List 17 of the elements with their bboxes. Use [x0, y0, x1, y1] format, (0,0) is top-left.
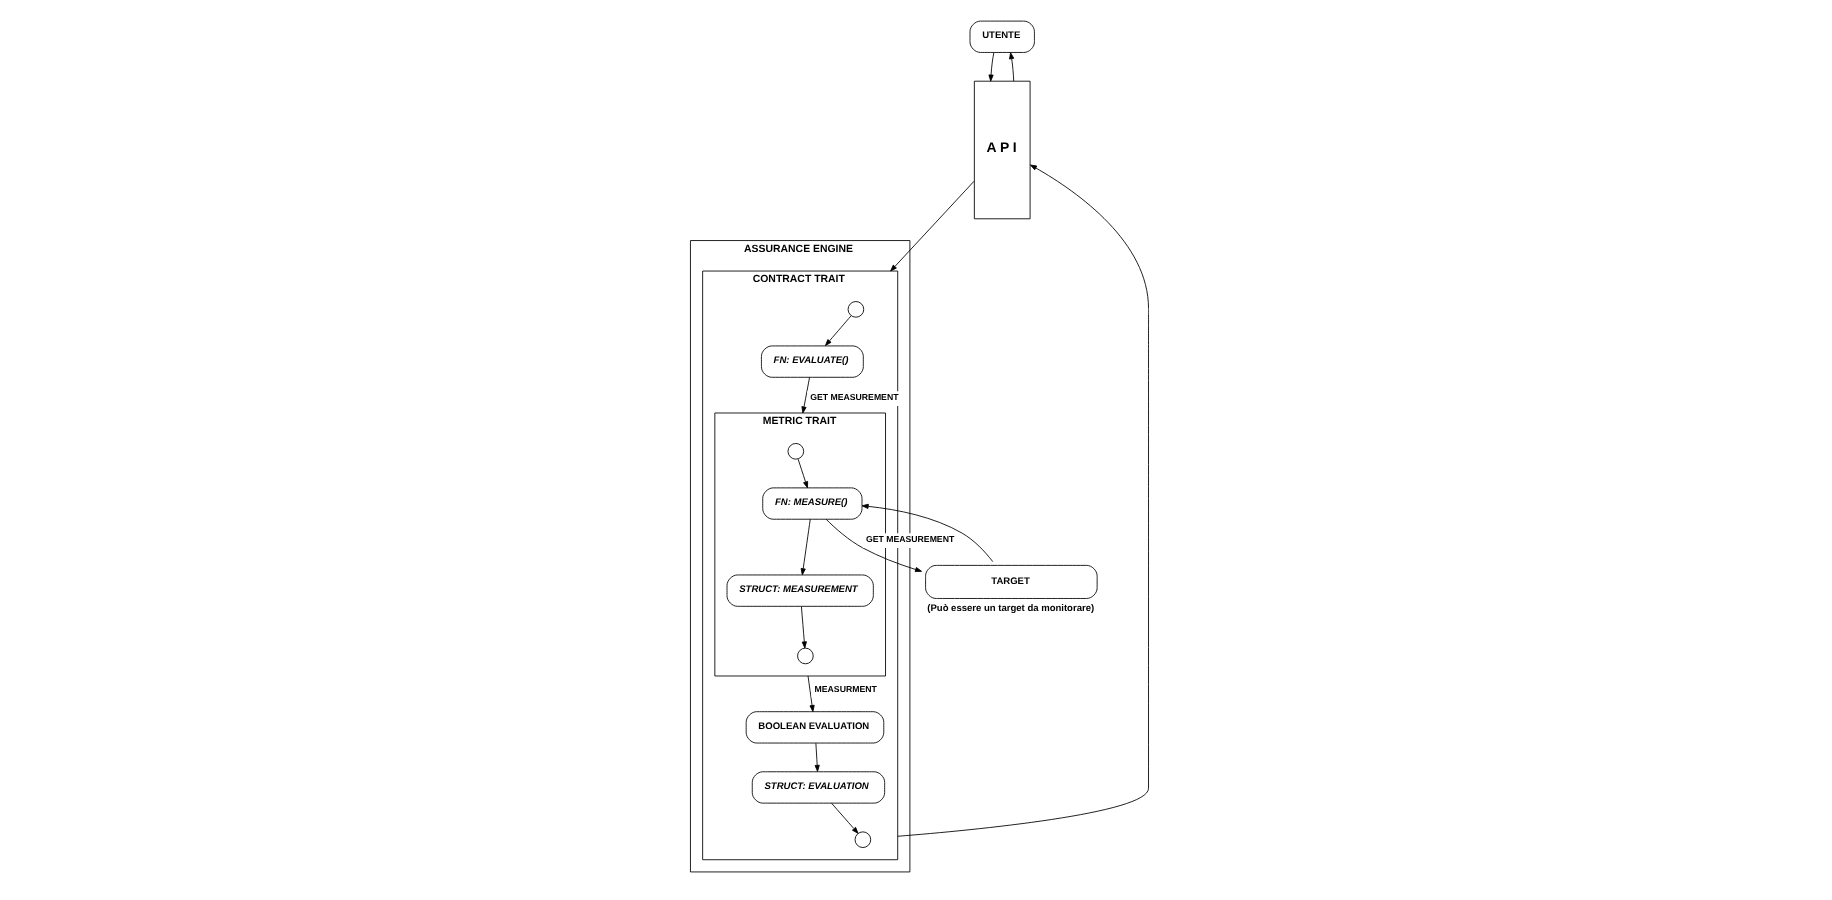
node-circle — [847, 301, 865, 318]
arrow — [814, 742, 820, 772]
arrow — [897, 164, 1149, 837]
arrow — [797, 458, 809, 489]
arrow — [831, 802, 859, 834]
node-circle — [854, 831, 872, 848]
arrow — [988, 52, 995, 82]
arrow — [807, 675, 815, 712]
node-circle — [797, 647, 814, 665]
arrow — [825, 518, 922, 572]
arrow — [801, 376, 810, 414]
arrow — [800, 606, 807, 649]
arrow — [1009, 52, 1015, 82]
arrow — [800, 518, 811, 576]
arrow — [825, 315, 852, 346]
node-circle — [787, 443, 805, 460]
arrow — [890, 180, 975, 272]
